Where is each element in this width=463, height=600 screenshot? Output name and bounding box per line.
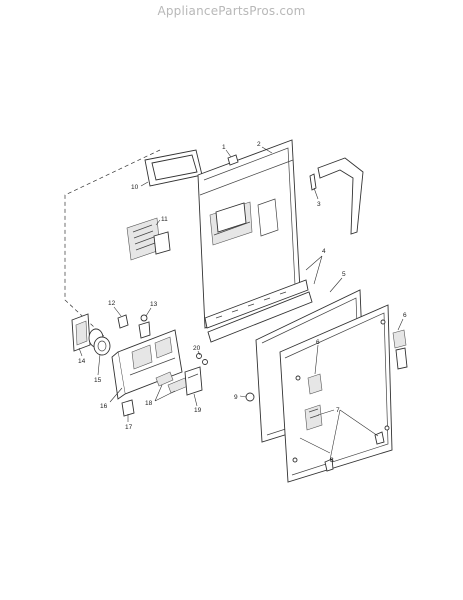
part-9-screw bbox=[245, 392, 255, 402]
callout-18: 18 bbox=[145, 400, 153, 407]
callout-7: 7 bbox=[336, 407, 340, 414]
watermark: AppliancePartsPros.com bbox=[157, 4, 306, 18]
part-20-small-parts bbox=[196, 353, 208, 365]
callout-12: 12 bbox=[108, 300, 116, 307]
callout-2: 2 bbox=[257, 141, 261, 148]
callout-9: 9 bbox=[234, 394, 238, 401]
callout-4: 4 bbox=[322, 248, 326, 255]
callout-13: 13 bbox=[150, 301, 158, 308]
callout-1: 1 bbox=[222, 144, 226, 151]
part-15-rings bbox=[88, 328, 111, 356]
callout-11: 11 bbox=[161, 216, 168, 223]
callout-6a: 6 bbox=[403, 312, 407, 319]
callout-10: 10 bbox=[131, 184, 139, 191]
part-11-vent bbox=[126, 217, 171, 261]
part-19-switch bbox=[184, 366, 203, 396]
callout-20: 20 bbox=[193, 345, 201, 352]
part-12-fastener bbox=[117, 314, 129, 329]
callout-15: 15 bbox=[94, 377, 102, 384]
part-8-door-skin bbox=[279, 304, 393, 483]
part-1-screw bbox=[227, 154, 239, 166]
part-10-gasket bbox=[144, 149, 203, 187]
part-13-fastener bbox=[138, 314, 151, 339]
callout-17: 17 bbox=[125, 424, 133, 431]
part-7-fasteners bbox=[324, 431, 385, 472]
part-17-plate bbox=[121, 399, 135, 417]
callout-3: 3 bbox=[317, 201, 321, 208]
callout-8: 8 bbox=[330, 457, 334, 464]
callout-16: 16 bbox=[100, 403, 108, 410]
part-2-inner-door bbox=[197, 139, 313, 343]
callout-19: 19 bbox=[194, 407, 202, 414]
callout-5: 5 bbox=[342, 271, 346, 278]
part-14-selector bbox=[71, 313, 91, 352]
callout-6b: 6 bbox=[316, 339, 320, 346]
callout-14: 14 bbox=[78, 358, 86, 365]
leader-lines bbox=[78, 146, 404, 461]
part-3-hinge-arm bbox=[309, 157, 364, 235]
part-6-clips bbox=[307, 329, 408, 395]
callout-labels: 1 2 3 4 5 6 6 7 8 9 10 11 12 13 14 15 16… bbox=[78, 141, 407, 464]
